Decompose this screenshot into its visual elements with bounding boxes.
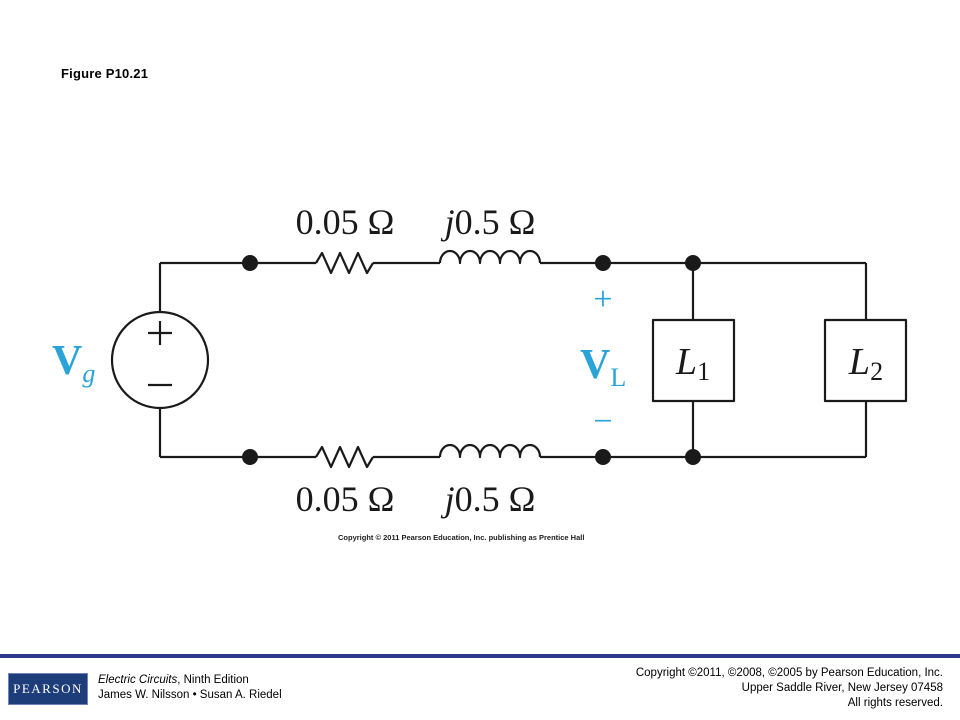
bottom-inductor-label: j0.5 Ω	[441, 479, 536, 519]
top-resistor-label: 0.05 Ω	[296, 202, 395, 242]
copyright-notice: Copyright ©2011, ©2008, ©2005 by Pearson…	[636, 666, 943, 711]
node-bottom-terminal	[595, 449, 611, 465]
copyright-line-3: All rights reserved.	[847, 697, 943, 709]
book-info: Electric Circuits, Ninth Edition James W…	[98, 673, 282, 703]
pearson-logo: PEARSON	[8, 673, 88, 705]
top-inductor-label: j0.5 Ω	[441, 202, 536, 242]
copyright-line-2: Upper Saddle River, New Jersey 07458	[741, 682, 943, 694]
top-inductor-coil	[438, 249, 542, 265]
node-top-junction	[685, 255, 701, 271]
bottom-resistor-zigzag	[315, 445, 374, 469]
load-l2-box	[823, 318, 908, 403]
figure-title: Figure P10.21	[61, 66, 149, 81]
book-title: Electric Circuits	[98, 674, 178, 686]
book-title-line: Electric Circuits, Ninth Edition	[98, 673, 282, 688]
load-minus-sign: −	[593, 403, 612, 440]
bottom-inductor-coil	[438, 443, 542, 459]
circuit-diagram: 0.05 Ω j0.5 Ω 0.05 Ω j0.5 Ω Vg + VL − L1…	[52, 202, 908, 519]
copyright-line-1: Copyright ©2011, ©2008, ©2005 by Pearson…	[635, 667, 943, 679]
node-top-terminal	[595, 255, 611, 271]
figure-copyright: Copyright © 2011 Pearson Education, Inc.…	[338, 533, 585, 542]
node-top-left	[242, 255, 258, 271]
footer-divider	[0, 654, 960, 658]
load-voltage-label: VL	[580, 342, 626, 392]
source-voltage-label: Vg	[52, 338, 95, 388]
node-bottom-junction	[685, 449, 701, 465]
load-l2-label: L2	[848, 341, 883, 386]
node-bottom-left	[242, 449, 258, 465]
book-authors: James W. Nilsson • Susan A. Riedel	[98, 689, 282, 701]
top-resistor-zigzag	[315, 251, 374, 275]
bottom-resistor-label: 0.05 Ω	[296, 479, 395, 519]
load-l1-label: L1	[675, 341, 710, 386]
load-l1-box	[651, 318, 736, 403]
load-plus-sign: +	[593, 281, 612, 318]
voltage-source-circle	[110, 310, 210, 410]
book-edition: , Ninth Edition	[177, 674, 249, 686]
